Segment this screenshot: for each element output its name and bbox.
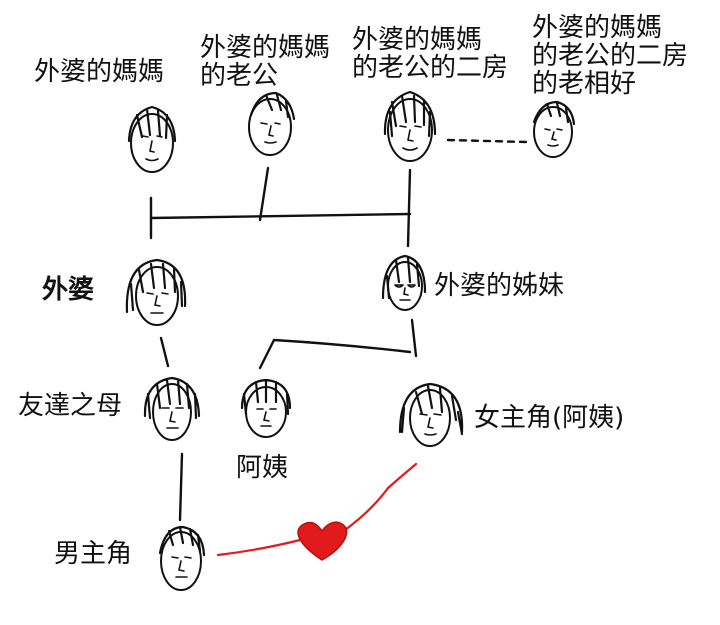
label-great-grandmother: 外婆的媽媽 — [34, 57, 165, 87]
face-second-wife — [383, 90, 437, 162]
label-grandmother: 外婆 — [42, 275, 95, 305]
face-great-grandfather — [248, 91, 296, 156]
link-friends-mother-to-hero — [178, 452, 184, 522]
face-great-grandmother — [127, 105, 177, 173]
link-sister-to-heroine — [410, 318, 418, 358]
label-second-wife: 外婆的媽媽 的老公的二房 — [352, 25, 509, 83]
face-grandmothers-sister — [381, 254, 427, 311]
label-grandmothers-sister: 外婆的姊妹 — [434, 271, 565, 301]
love-line — [216, 462, 418, 557]
face-hero — [158, 525, 206, 591]
label-aunt: 阿姨 — [236, 453, 289, 483]
label-heroine: 女主角(阿姨) — [474, 403, 625, 433]
link-aunt-branch — [258, 338, 412, 370]
face-heroine — [398, 382, 464, 447]
label-friends-mother: 友達之母 — [18, 391, 123, 421]
link-grandmother-to-friends-mother — [159, 336, 170, 368]
heart-icon — [297, 521, 348, 561]
link-great-grandfather-drop — [258, 166, 270, 222]
link-affair-dashed — [446, 138, 528, 144]
label-hero: 男主角 — [54, 539, 133, 569]
label-great-grandfather: 外婆的媽媽 的老公 — [200, 33, 331, 91]
face-friends-mother — [143, 376, 201, 441]
face-grandmother — [125, 258, 187, 326]
face-aunt — [240, 378, 292, 438]
face-second-wife-lover — [532, 100, 576, 158]
label-second-wife-lover: 外婆的媽媽 的老公的二房 的老相好 — [532, 13, 689, 99]
link-first-marriage — [149, 212, 412, 220]
link-second-wife-drop — [406, 168, 412, 248]
